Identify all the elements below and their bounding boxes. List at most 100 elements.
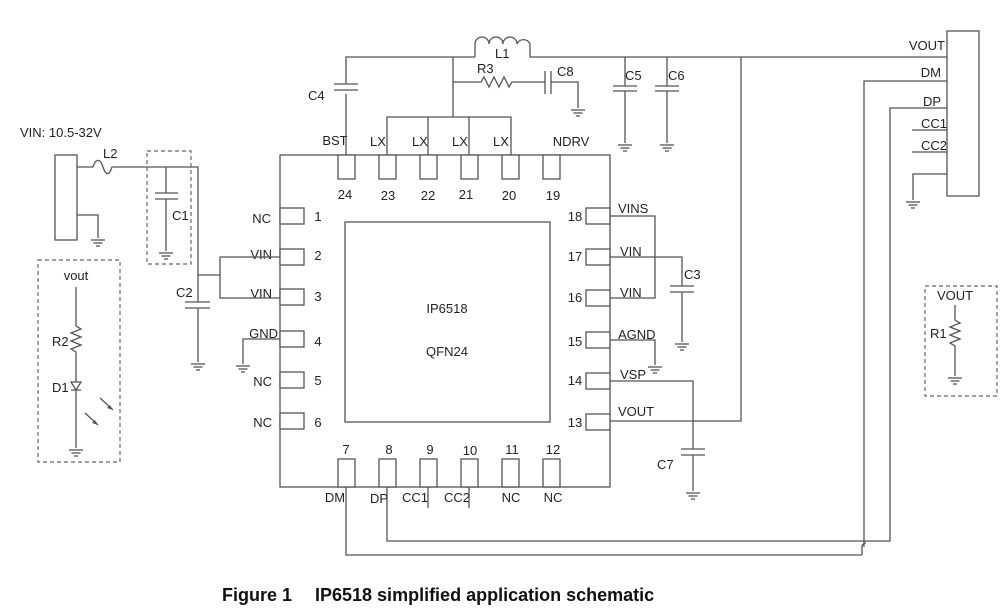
pin-number: 4 (314, 334, 321, 349)
pin-15 (585, 331, 611, 349)
label-r3: R3 (477, 61, 494, 76)
label-c5: C5 (625, 68, 642, 83)
arrowhead (107, 405, 113, 410)
pin-7 (337, 458, 356, 488)
ground-icon (190, 363, 206, 371)
pin-number: 24 (338, 187, 352, 202)
pin-number: 21 (459, 187, 473, 202)
pin-number: 16 (568, 290, 582, 305)
pin-number: 11 (505, 442, 519, 457)
pin-9 (419, 458, 438, 488)
pin-name: VIN (250, 286, 272, 301)
pin-name: VIN (620, 244, 642, 259)
label-r1: R1 (930, 326, 947, 341)
pin-name: VOUT (618, 404, 654, 419)
pin-20 (501, 154, 520, 180)
pin-name: LX (412, 134, 428, 149)
pin-number: 12 (546, 442, 560, 457)
pin-number: 7 (342, 442, 349, 457)
ic-die-pad (344, 221, 551, 423)
pin-number: 22 (421, 188, 435, 203)
resistor-r2 (69, 287, 83, 382)
pin-number: 3 (314, 289, 321, 304)
pin-number: 23 (381, 188, 395, 203)
pin-name: AGND (618, 327, 656, 342)
pin-21 (460, 154, 479, 180)
pin-name: GND (249, 326, 278, 341)
led-block-box (37, 259, 121, 463)
usb-data-lines (345, 80, 918, 556)
c1-optional-box (146, 150, 192, 265)
pin-8 (378, 458, 397, 488)
input-voltage-label: VIN: 10.5-32V (20, 125, 102, 140)
usb-connector: VOUT DM DP CC1 CC2 (905, 30, 980, 209)
label-c6: C6 (668, 68, 685, 83)
connector-pin-label: VOUT (909, 38, 945, 53)
ic-package: QFN24 (426, 344, 468, 359)
pin-name: VSP (620, 367, 646, 382)
pin-name: NC (253, 374, 272, 389)
pin-name: LX (370, 134, 386, 149)
ground-icon (68, 449, 84, 457)
label-r2: R2 (52, 334, 69, 349)
label-c2: C2 (176, 285, 193, 300)
pin-name: NC (253, 415, 272, 430)
pin-name: VIN (620, 285, 642, 300)
pin-name: DM (325, 490, 345, 505)
ground-icon (947, 377, 963, 385)
pin-name: NC (252, 211, 271, 226)
ic-top-pins: 24 23 22 21 20 19 BST LX LX LX LX NDRV (322, 133, 589, 203)
figure-caption: IP6518 simplified application schematic (315, 585, 654, 605)
inductor-l2 (77, 159, 220, 276)
pin-name: NC (502, 490, 521, 505)
pin-number: 19 (546, 188, 560, 203)
pin-6 (279, 412, 305, 430)
connector-pin-label: CC2 (921, 138, 947, 153)
sense-network: C3 C7 (610, 215, 705, 500)
pin-name: VINS (618, 201, 649, 216)
input-connector (54, 154, 78, 241)
pin-name: CC2 (444, 490, 470, 505)
r1-block-box (924, 285, 998, 397)
label-l1: L1 (495, 46, 509, 61)
pin-16 (585, 289, 611, 307)
pin-number: 8 (385, 442, 392, 457)
pin-number: 5 (314, 373, 321, 388)
pin-23 (378, 154, 397, 180)
pin-number: 14 (568, 373, 582, 388)
pin-4 (279, 330, 305, 348)
ground-icon (570, 109, 586, 117)
pin-name: LX (493, 134, 509, 149)
ground-icon (158, 252, 174, 260)
pin-name: BST (322, 133, 347, 148)
pin-number: 6 (314, 415, 321, 430)
connector-pin-label: CC1 (921, 116, 947, 131)
ground-icon (647, 366, 663, 374)
ground-icon (685, 492, 701, 500)
pin-number: 17 (568, 249, 582, 264)
label-c3: C3 (684, 267, 701, 282)
pin-11 (501, 458, 520, 488)
dm-trace (345, 487, 862, 556)
pin-number: 13 (568, 415, 582, 430)
ground-icon (235, 365, 251, 373)
pin-name: CC1 (402, 490, 428, 505)
led-indicator-block: vout R2 D1 (37, 259, 121, 463)
ground-icon (905, 201, 921, 209)
pin-19 (542, 154, 561, 180)
pin-5 (279, 371, 305, 389)
led-supply-label: vout (64, 268, 89, 283)
ground-icon (674, 343, 690, 351)
arrowhead (92, 420, 98, 425)
pin-number: 18 (568, 209, 582, 224)
r1-supply-label: VOUT (937, 288, 973, 303)
pin-13 (585, 413, 611, 431)
pin-number: 20 (502, 188, 516, 203)
pin-name: NDRV (553, 134, 590, 149)
ic-name: IP6518 (426, 301, 467, 316)
pin-2 (279, 248, 305, 266)
pin-14 (585, 372, 611, 390)
ic-left-pins: 1 2 3 4 5 6 NC VIN VIN GND NC NC (249, 207, 322, 430)
label-c7: C7 (657, 457, 674, 472)
output-stage-network: C4 L1 R3 C8 C5 C6 (308, 36, 918, 422)
